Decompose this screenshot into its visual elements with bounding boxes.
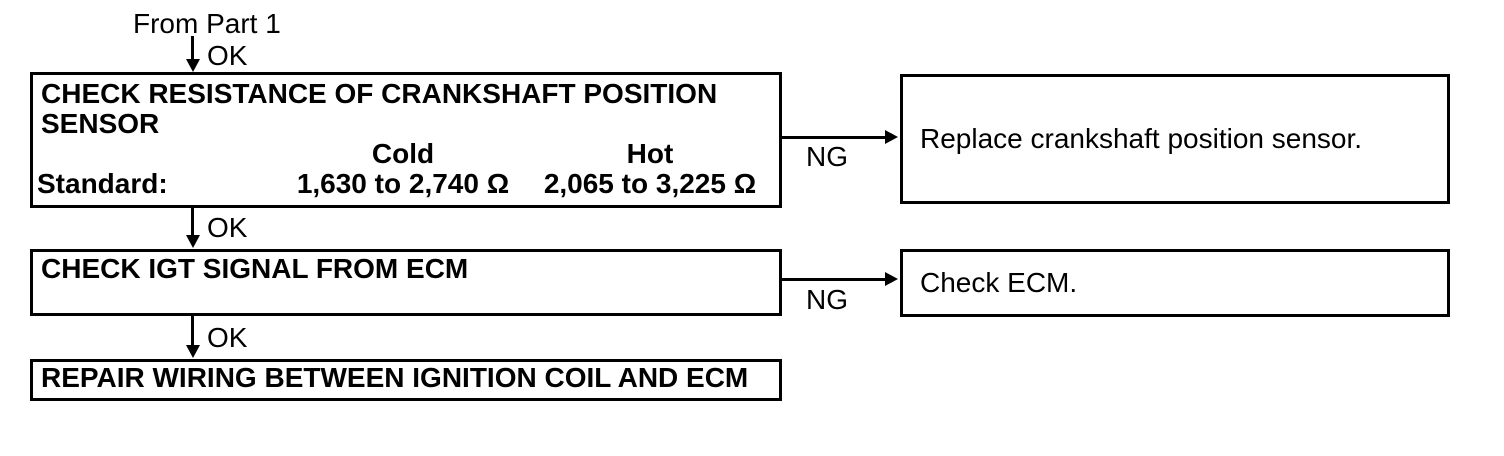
ok-label-2: OK — [207, 212, 248, 243]
step3-title: REPAIR WIRING BETWEEN IGNITION COIL AND … — [41, 362, 749, 393]
cold-value: 1,630 to 2,740 Ω — [296, 168, 510, 199]
cold-spec-column: Cold 1,630 to 2,740 Ω — [283, 139, 523, 199]
ng-label-1: NG — [806, 141, 848, 172]
ok-arrow-3-line — [191, 316, 194, 346]
step-box-check-igt-signal: CHECK IGT SIGNAL FROM ECM — [30, 249, 782, 316]
ng-label-2: NG — [806, 284, 848, 315]
hot-value: 2,065 to 3,225 Ω — [543, 168, 757, 199]
ok-arrow-3-head-icon — [186, 345, 200, 358]
result-box-replace-sensor: Replace crankshaft position sensor. — [900, 74, 1450, 204]
entry-label: From Part 1 — [133, 8, 281, 39]
cold-header: Cold — [371, 138, 435, 169]
step-box-repair-wiring: REPAIR WIRING BETWEEN IGNITION COIL AND … — [30, 359, 782, 401]
hot-header: Hot — [626, 138, 674, 169]
ok-arrow-2-head-icon — [186, 235, 200, 248]
step1-title: CHECK RESISTANCE OF CRANKSHAFT POSITION … — [41, 78, 718, 139]
ok-label-3: OK — [207, 322, 248, 353]
step2-title: CHECK IGT SIGNAL FROM ECM — [41, 253, 469, 284]
result2-text: Check ECM. — [920, 267, 1078, 298]
standard-label: Standard: — [37, 168, 168, 199]
ok-arrow-1-line — [191, 36, 194, 60]
ng-arrow-2-line — [782, 278, 886, 281]
result-box-check-ecm: Check ECM. — [900, 249, 1450, 317]
step-box-check-resistance: CHECK RESISTANCE OF CRANKSHAFT POSITION … — [30, 72, 782, 208]
ng-arrow-1-line — [782, 136, 886, 139]
result1-text: Replace crankshaft position sensor. — [920, 123, 1363, 154]
ng-arrow-2-head-icon — [885, 272, 898, 286]
ok-arrow-1-head-icon — [186, 59, 200, 72]
ok-arrow-2-line — [191, 208, 194, 236]
ng-arrow-1-head-icon — [885, 130, 898, 144]
ok-label-1: OK — [207, 40, 248, 71]
hot-spec-column: Hot 2,065 to 3,225 Ω — [530, 139, 770, 199]
